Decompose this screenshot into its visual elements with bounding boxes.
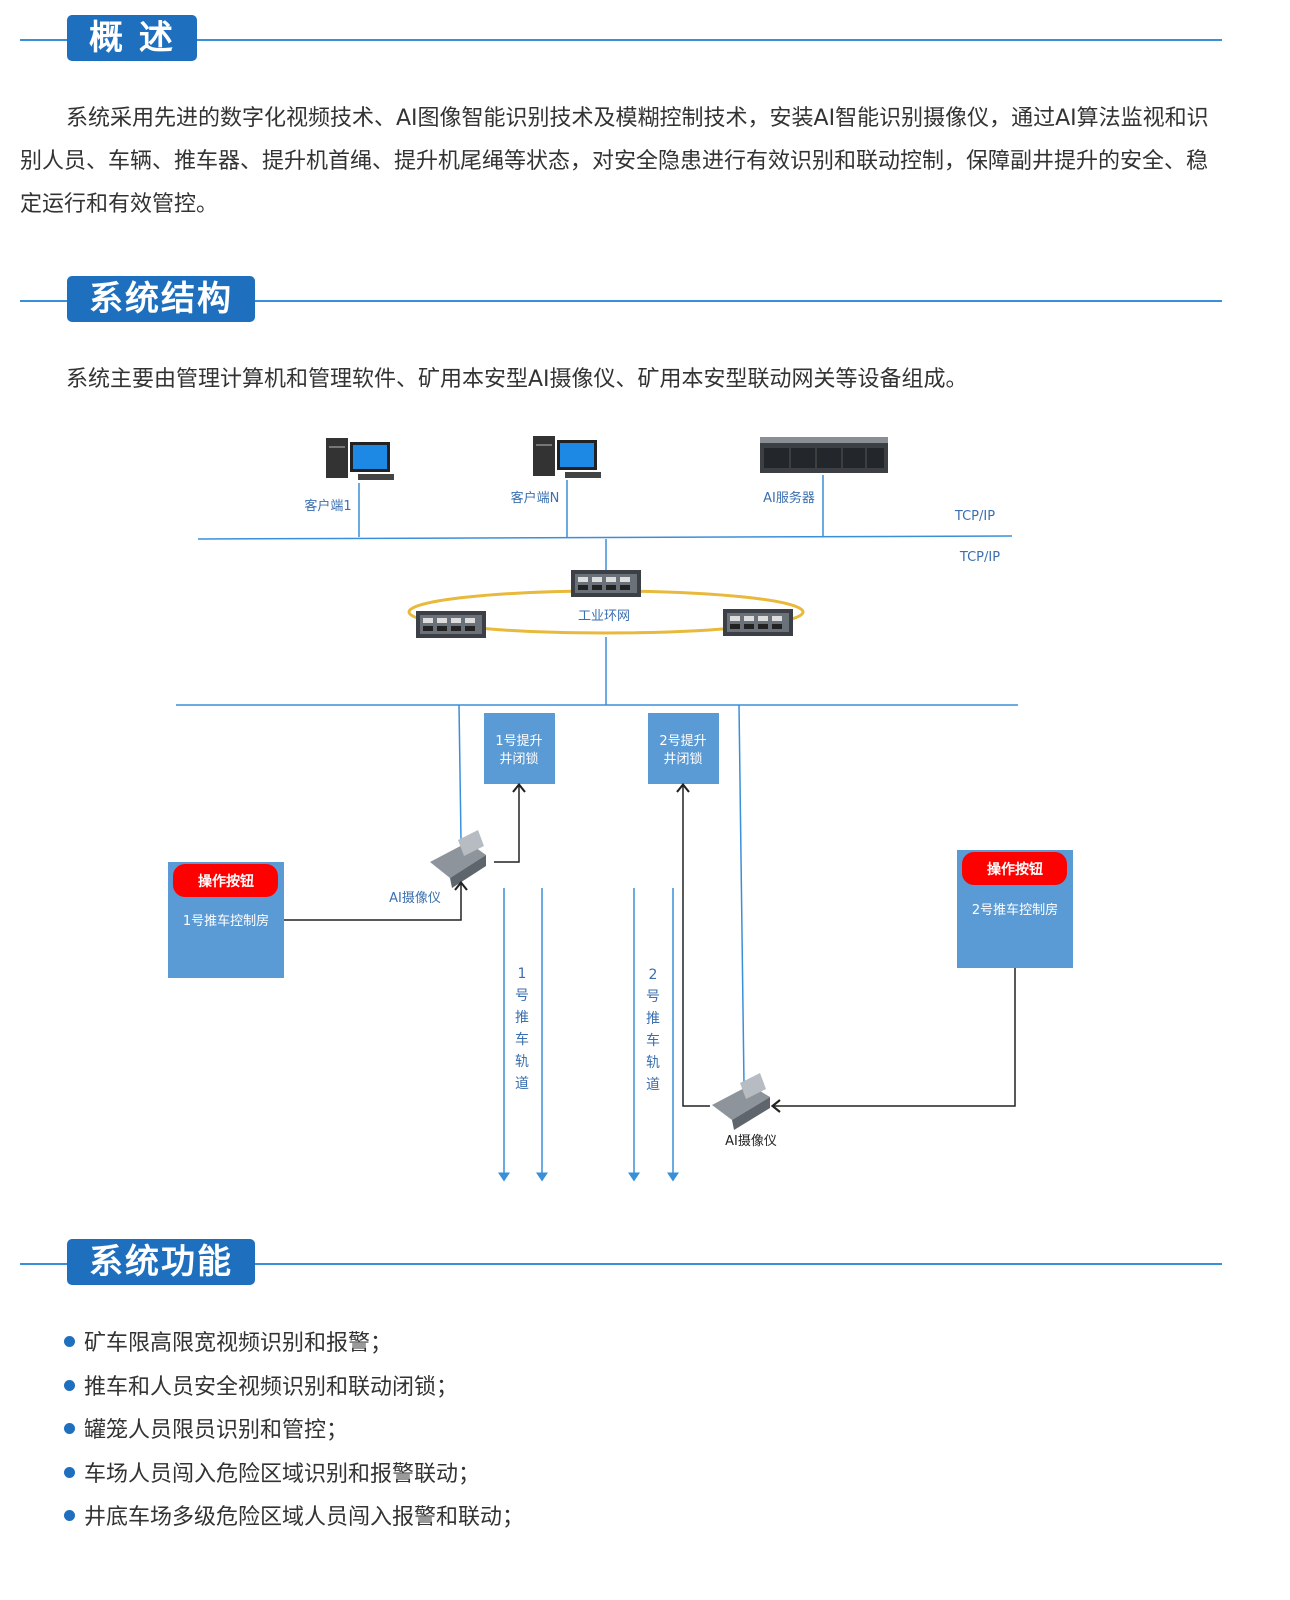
server-icon: [760, 437, 888, 473]
structure-header: 系统结构: [20, 276, 1222, 326]
op-button-right[interactable]: [962, 852, 1067, 885]
computer-icon: [533, 436, 601, 478]
control-room-2-label: 2号推车控制房: [972, 902, 1058, 918]
track2-label: 2 号 推 车 轨 道: [646, 967, 660, 1093]
clientn-label: 客户端N: [511, 490, 560, 506]
lock1-box: [484, 713, 555, 784]
track2-char: 推: [646, 1011, 660, 1027]
bullet-icon: [64, 1466, 75, 1478]
tcpip-label-top: TCP/IP: [954, 509, 995, 524]
system-diagram: 客户端1 客户端N AI服务器 TCP/IP TCP/IP: [168, 436, 1073, 1182]
switch-icon: [571, 570, 641, 597]
track1-char: 推: [515, 1010, 529, 1026]
functions-title: 系统功能: [67, 1239, 255, 1285]
track2-char: 轨: [646, 1055, 660, 1071]
track2-char: 车: [646, 1032, 660, 1049]
tcpip-label-bottom: TCP/IP: [959, 550, 1000, 565]
bullet-icon: [64, 1510, 75, 1521]
bullet-icon: [64, 1379, 75, 1391]
ai-server-label: AI服务器: [763, 490, 815, 506]
structure-title: 系统结构: [67, 276, 255, 322]
track1-char: 轨: [515, 1054, 529, 1070]
header-rule: [20, 1263, 1222, 1265]
switch-icon: [416, 611, 486, 638]
camera-icon: [430, 830, 486, 888]
room2-to-camera2-arrow: [770, 968, 1016, 1113]
control-room-1-label: 1号推车控制房: [183, 913, 269, 929]
lock2-label-line2: 井闭锁: [663, 751, 702, 767]
list-item-text: 矿车限高限宽视频识别和报警；: [84, 1331, 393, 1356]
room1-to-camera1-arrow: [284, 880, 468, 921]
camera-icon: [712, 1073, 770, 1130]
header-rule: [20, 300, 1222, 302]
tcpip-bus-line: [197, 535, 1013, 540]
bullet-icon: [64, 1336, 75, 1347]
lock1-label-line2: 井闭锁: [499, 751, 538, 767]
lock2-label-line1: 2号提升: [659, 733, 706, 749]
list-item: 矿车限高限宽视频识别和报警；: [64, 1322, 524, 1366]
function-list: 矿车限高限宽视频识别和报警； 推车和人员安全视频识别和联动闭锁； 罐笼人员限员识…: [64, 1322, 524, 1540]
lock2-box: [648, 713, 719, 784]
ring-label: 工业环网: [578, 609, 630, 624]
track2-char: 道: [646, 1077, 660, 1093]
track1-char: 道: [515, 1076, 529, 1092]
list-item-text: 井底车场多级危险区域人员闯入报警和联动；: [84, 1505, 525, 1530]
list-item-text: 车场人员闯入危险区域识别和报警联动；: [84, 1461, 481, 1487]
track1-label: 1 号 推 车 轨 道: [515, 966, 529, 1092]
track1-char: 1: [518, 966, 527, 982]
list-item: 罐笼人员限员识别和管控；: [64, 1409, 524, 1453]
track1-char: 车: [515, 1031, 529, 1048]
camera2-to-lock2-arrow: [676, 782, 710, 1107]
op-button-left-label: 操作按钮: [198, 873, 254, 890]
overview-title: 概 述: [67, 15, 197, 61]
overview-text: 系统采用先进的数字化视频技术、AI图像智能识别技术及模糊控制技术，安装AI智能识…: [20, 106, 1209, 217]
lock1-label-line1: 1号提升: [495, 733, 542, 749]
op-button-left[interactable]: [173, 864, 278, 897]
bullet-icon: [64, 1423, 75, 1434]
connector-line: [738, 704, 745, 1086]
connector-line: [458, 704, 462, 841]
list-item-text: 推车和人员安全视频识别和联动闭锁；: [84, 1374, 459, 1400]
camera1-to-lock1-arrow: [494, 782, 526, 863]
op-button-right-label: 操作按钮: [987, 861, 1043, 878]
track1-char: 号: [515, 988, 529, 1004]
client1-label: 客户端1: [304, 498, 351, 514]
list-item: 井底车场多级危险区域人员闯入报警和联动；: [64, 1496, 524, 1540]
functions-header: 系统功能: [20, 1239, 1222, 1289]
structure-text: 系统主要由管理计算机和管理软件、矿用本安型AI摄像仪、矿用本安型联动网关等设备组…: [66, 367, 968, 392]
track2-char: 2: [649, 967, 658, 983]
track2-char: 号: [646, 989, 660, 1005]
switch-icon: [723, 609, 793, 636]
computer-icon: [326, 438, 394, 480]
list-item: 推车和人员安全视频识别和联动闭锁；: [64, 1366, 524, 1410]
list-item: 车场人员闯入危险区域识别和报警联动；: [64, 1453, 524, 1497]
camera2-label: AI摄像仪: [725, 1134, 777, 1149]
camera1-label: AI摄像仪: [389, 891, 441, 906]
header-rule: [20, 39, 1222, 41]
overview-header: 概 述: [20, 15, 1222, 65]
list-item-text: 罐笼人员限员识别和管控；: [84, 1418, 349, 1443]
